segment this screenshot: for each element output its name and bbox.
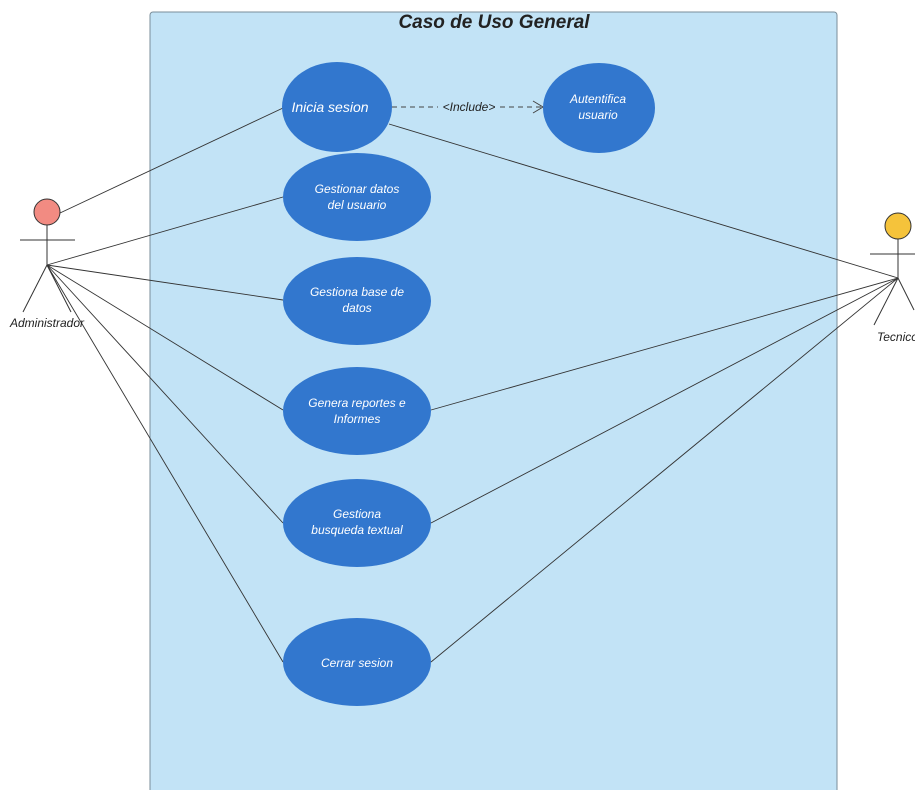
association-admin-inicia-sesion <box>59 107 284 214</box>
use-case-label: Inicia sesion <box>291 99 368 115</box>
association-admin-gestionar-datos <box>46 196 284 266</box>
use-case-label: datos <box>342 301 371 315</box>
use-case-label: busqueda textual <box>311 523 403 537</box>
actor-head-icon <box>884 212 912 240</box>
use-case-label: del usuario <box>328 198 387 212</box>
use-case-label: Informes <box>334 412 381 426</box>
use-case-label: Cerrar sesion <box>321 656 393 670</box>
association-admin-gestiona-base <box>46 264 284 301</box>
use-case-ellipse <box>283 153 431 241</box>
use-case-genera-reportes[interactable]: Genera reportes e Informes <box>283 367 431 455</box>
actor-right-leg <box>897 277 915 311</box>
actor-label: Administrador <box>9 316 85 330</box>
actor-left-leg <box>22 264 48 313</box>
use-case-ellipse <box>283 618 431 706</box>
system-title: Caso de Uso General <box>398 12 590 33</box>
use-case-autentifica-usuario[interactable]: Autentifica usuario <box>543 63 655 153</box>
use-case-cerrar-sesion[interactable]: Cerrar sesion <box>283 618 431 706</box>
use-case-gestiona-base[interactable]: Gestiona base de datos <box>283 257 431 345</box>
association-tecnico-genera-reportes <box>430 277 899 411</box>
use-case-label: Gestiona base de <box>310 285 404 299</box>
admin-associations <box>46 107 284 663</box>
association-tecnico-gestiona-busqueda <box>430 277 899 524</box>
association-admin-genera-reportes <box>46 264 284 411</box>
association-tecnico-cerrar-sesion <box>430 277 899 663</box>
use-case-label: Autentifica <box>569 92 626 106</box>
use-case-ellipse <box>282 62 392 152</box>
actor-tecnico[interactable]: Tecnico <box>870 212 915 344</box>
include-label: <Include> <box>443 100 496 114</box>
association-tecnico-inicia-sesion <box>388 123 899 279</box>
use-case-gestionar-datos[interactable]: Gestionar datos del usuario <box>283 153 431 241</box>
include-relationship: <Include> <box>392 100 544 114</box>
use-case-label: Genera reportes e <box>308 396 406 410</box>
use-case-ellipse <box>283 257 431 345</box>
use-case-ellipse <box>283 479 431 567</box>
actor-right-leg <box>46 264 72 313</box>
association-admin-cerrar-sesion <box>46 264 284 663</box>
system-boundary <box>149 11 838 790</box>
use-case-inicia-sesion[interactable]: Inicia sesion <box>282 62 392 152</box>
tecnico-associations <box>388 123 899 663</box>
actor-left-leg <box>873 277 899 326</box>
include-arrowhead <box>532 100 544 114</box>
actor-administrador[interactable]: Administrador <box>9 198 85 330</box>
actor-label: Tecnico <box>877 330 915 344</box>
association-admin-gestiona-busqueda <box>46 264 284 524</box>
use-case-ellipse <box>543 63 655 153</box>
actor-head-icon <box>33 198 61 226</box>
use-case-label: Gestionar datos <box>315 182 400 196</box>
use-case-ellipse <box>283 367 431 455</box>
use-case-gestiona-busqueda[interactable]: Gestiona busqueda textual <box>283 479 431 567</box>
use-case-label: usuario <box>578 108 618 122</box>
use-case-label: Gestiona <box>333 507 381 521</box>
